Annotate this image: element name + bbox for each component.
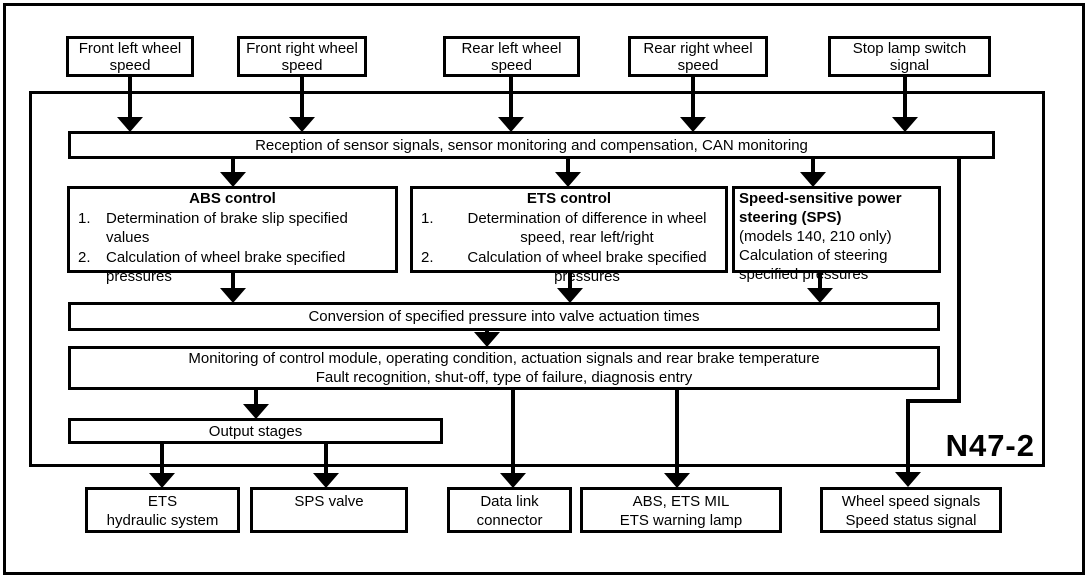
ets-item1-line2: speed, rear left/right [520,229,654,246]
input-label-line: speed [491,57,532,74]
arrow-monitoring-to-data-link [500,390,526,488]
sps-line2: Calculation of steering [739,247,888,264]
ets-item2-line2: pressures [554,268,620,285]
ets-list-item-1: 1. Determination of difference in wheel … [413,209,725,247]
sps-title-line1: Speed-sensitive power [739,190,902,207]
sps-box: Speed-sensitive power steering (SPS) (mo… [732,186,941,283]
arrow-rear-left-to-reception [498,77,524,132]
sps-line3: specified pressures [739,266,869,283]
input-label-line: Front left wheel [78,40,182,57]
output-label-line: ETS [147,493,178,510]
abs-item2-line2: pressures [106,268,172,285]
line-wheel-speed-signal-vertical [957,158,961,403]
monitoring-line1: Monitoring of control module, operating … [188,350,820,367]
arrow-output-to-sps-valve [313,443,339,488]
control-module-frame [29,91,1045,467]
abs-list-item-2: 2. Calculation of wheel brake specified … [70,248,395,286]
abs-item1-line1: Determination of brake slip specified [106,210,348,227]
abs-control-title: ABS control [189,190,276,207]
arrow-reception-to-abs [220,158,246,187]
arrow-stop-lamp-to-reception [892,77,918,132]
sps-line1: (models 140, 210 only) [739,228,892,245]
abs-control-box: ABS control 1. Determination of brake sl… [67,186,398,285]
arrow-reception-to-sps [800,158,826,187]
input-label-line: Front right wheel [246,40,358,57]
output-label-line: Speed status signal [845,512,977,529]
module-designation-label: N47-2 [945,428,1035,463]
arrow-front-right-to-reception [289,77,315,132]
input-label-line: Stop lamp switch [852,40,967,57]
arrow-monitoring-to-output-stages [243,390,269,419]
input-box-rear-left-wheel-speed: Rear left wheel speed [443,36,580,77]
output-label-line: hydraulic system [106,512,219,529]
input-label-line: signal [889,57,930,74]
list-number: 2. [421,249,434,266]
output-stages-box: Output stages [68,418,443,444]
output-box-wheel-speed-signals: Wheel speed signals Speed status signal [820,487,1002,533]
ets-control-title: ETS control [526,190,612,207]
output-label-line: ABS, ETS MIL [632,493,730,510]
arrow-reception-to-ets [555,158,581,187]
output-label-line: connector [476,512,543,529]
monitoring-bar: Monitoring of control module, operating … [68,346,940,390]
ets-control-box: ETS control 1. Determination of differen… [410,186,728,285]
output-box-abs-ets-mil-warning-lamp: ABS, ETS MIL ETS warning lamp [580,487,782,533]
monitoring-line2: Fault recognition, shut-off, type of fai… [315,369,693,386]
abs-item1-line2: values [106,229,150,246]
page-border [3,3,1085,575]
ets-item2-line1: Calculation of wheel brake specified [467,249,707,266]
list-number: 1. [421,210,434,227]
input-label-line: Rear left wheel [461,40,562,57]
arrow-output-to-ets-hydraulic [149,443,175,488]
input-box-front-left-wheel-speed: Front left wheel speed [66,36,194,77]
output-label-line: ETS warning lamp [619,512,743,529]
arrow-front-left-to-reception [117,77,143,132]
input-label-line: speed [109,57,151,74]
list-number: 1. [78,210,91,227]
reception-bar: Reception of sensor signals, sensor moni… [68,131,995,159]
output-label-line: SPS valve [294,493,364,510]
input-label-line: speed [677,57,719,74]
sps-title-line2: steering (SPS) [739,209,842,226]
arrow-abs-to-conversion [220,272,246,303]
output-box-data-link-connector: Data link connector [447,487,572,533]
arrow-rear-right-to-reception [680,77,706,132]
input-label-line: speed [281,57,323,74]
abs-list-item-1: 1. Determination of brake slip specified… [70,209,395,247]
arrow-ets-to-conversion [557,272,583,303]
input-box-stop-lamp-switch-signal: Stop lamp switch signal [828,36,991,77]
abs-item2-line1: Calculation of wheel brake specified [106,249,346,266]
ets-item1-line1: Determination of difference in wheel [467,210,707,227]
arrow-to-wheel-speed-signals [895,401,921,487]
conversion-bar: Conversion of specified pressure into va… [68,302,940,331]
arrow-conversion-to-monitoring [474,330,500,347]
arrow-sps-to-conversion [807,272,833,303]
list-number: 2. [78,249,91,266]
input-box-front-right-wheel-speed: Front right wheel speed [237,36,367,77]
output-label-line: Wheel speed signals [841,493,981,510]
output-label-line: Data link [480,493,539,510]
output-box-ets-hydraulic-system: ETS hydraulic system [85,487,240,533]
input-label-line: Rear right wheel [643,40,753,57]
output-box-sps-valve: SPS valve [250,487,408,533]
arrow-monitoring-to-warning-lamps [664,390,690,488]
input-box-rear-right-wheel-speed: Rear right wheel speed [628,36,768,77]
line-wheel-speed-signal-jog [906,399,961,403]
